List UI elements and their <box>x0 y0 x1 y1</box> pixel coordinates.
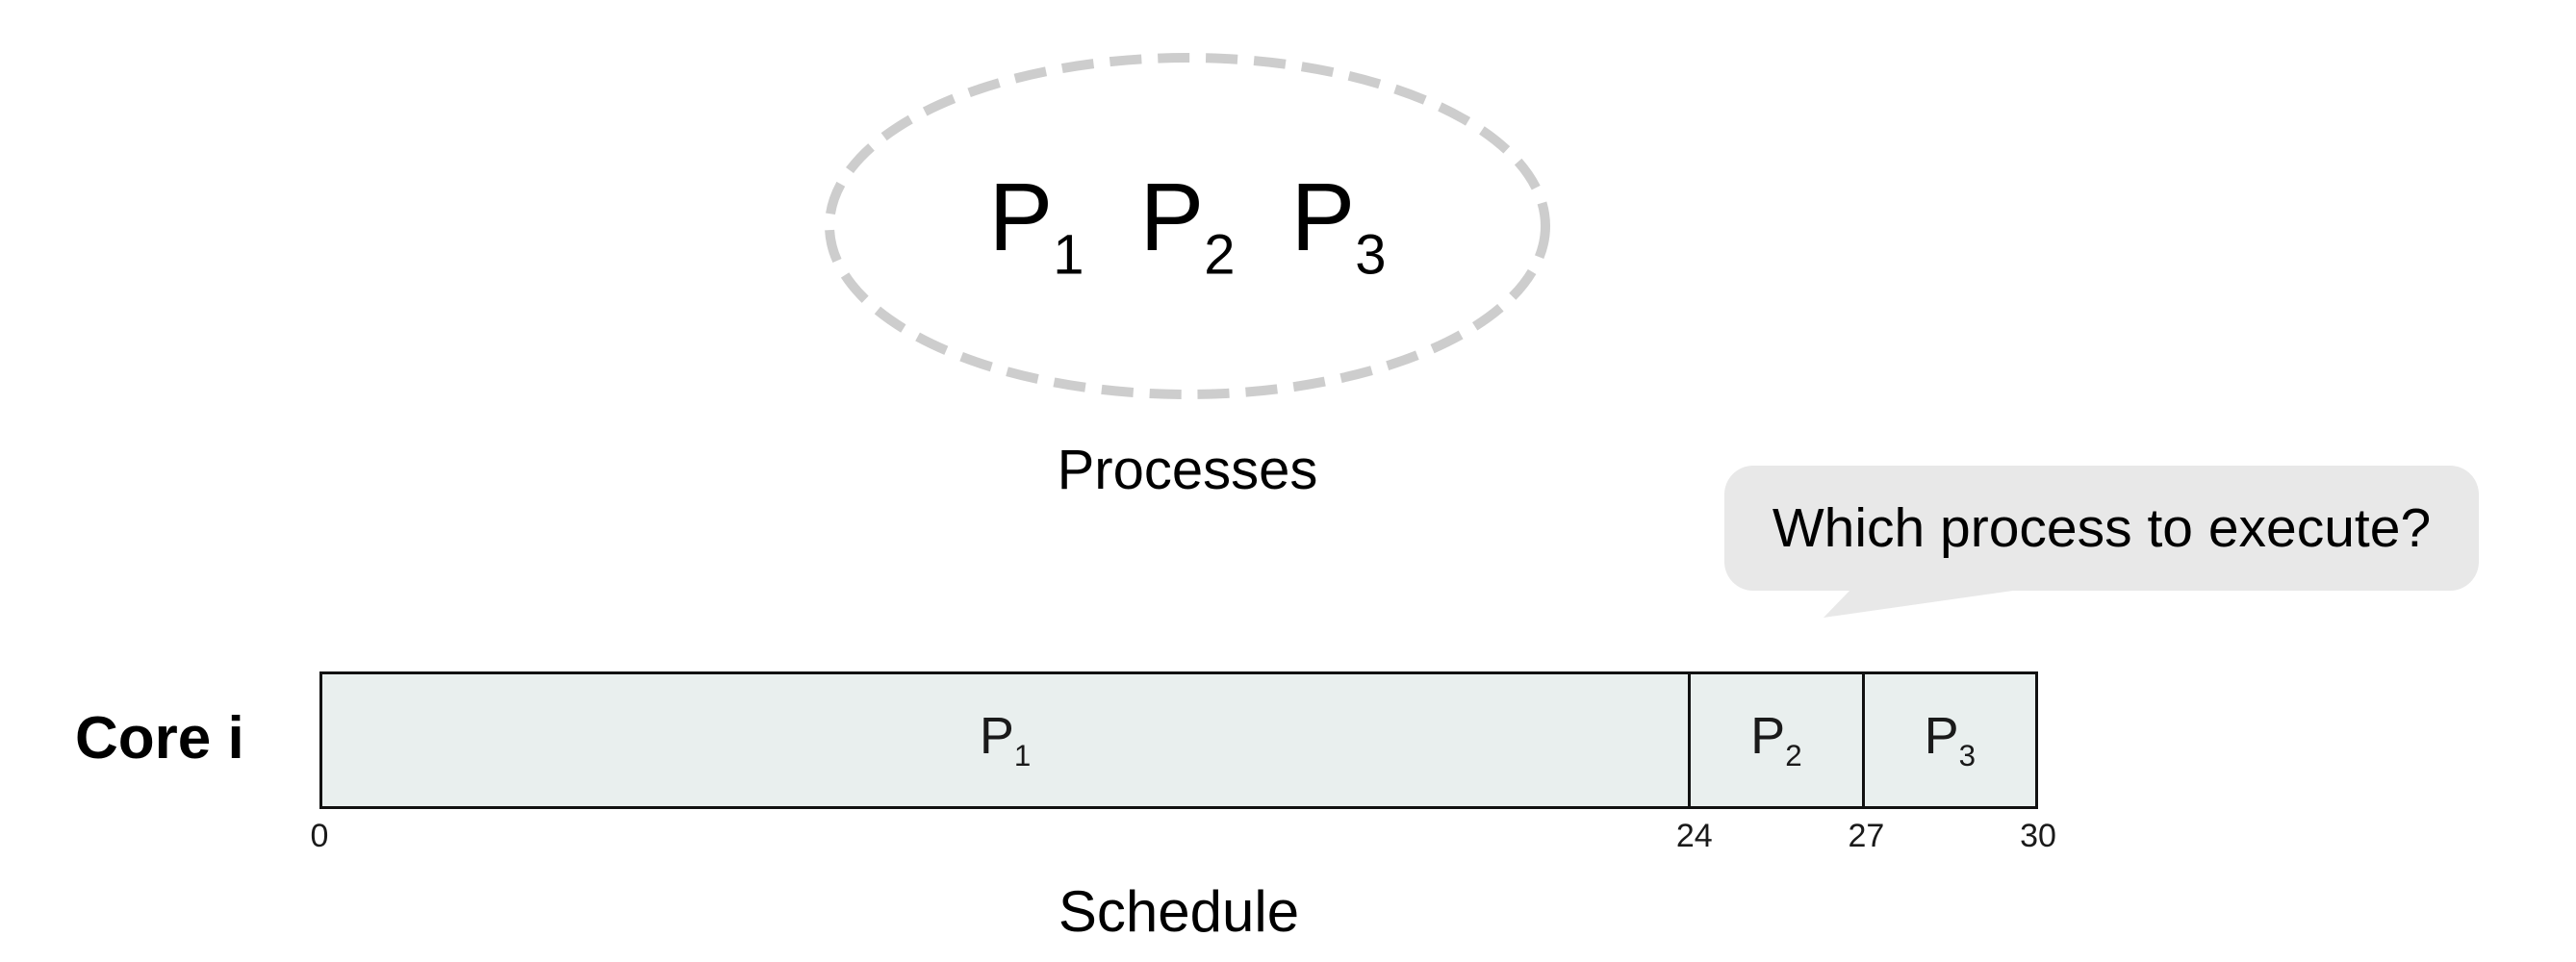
callout-tail-shape <box>1824 588 2033 618</box>
schedule-axis: 0 24 27 30 <box>311 818 2056 858</box>
process-subscript: 2 <box>1204 223 1236 287</box>
process-pool-ellipse <box>825 53 1550 399</box>
process-name: P <box>1290 163 1356 271</box>
callout-text: Which process to execute? <box>1772 496 2432 559</box>
process-subscript: 3 <box>1355 223 1387 287</box>
process-subscript: 1 <box>1053 223 1084 287</box>
dashed-ellipse-outline <box>825 53 1550 399</box>
process-name: P <box>979 706 1014 765</box>
process-p3-label: P3 <box>1290 169 1386 283</box>
process-name: P <box>1924 706 1959 765</box>
axis-tick-30: 30 <box>2020 818 2056 854</box>
process-name: P <box>1139 163 1205 271</box>
core-label: Core i <box>75 705 244 772</box>
process-subscript: 1 <box>1013 738 1032 772</box>
segment-label: P1 <box>980 710 1031 771</box>
schedule-caption: Schedule <box>1058 879 1300 944</box>
process-p1-label: P1 <box>989 169 1084 283</box>
processes-caption: Processes <box>1057 439 1318 501</box>
schedule-segment-p1: P1 <box>322 674 1688 806</box>
segment-label: P2 <box>1750 710 1801 771</box>
callout-tail <box>1824 588 2033 618</box>
process-pool-items: P1 P2 P3 <box>820 48 1555 404</box>
process-subscript: 3 <box>1958 738 1977 772</box>
segment-label: P3 <box>1925 710 1976 771</box>
schedule-segment-p2: P2 <box>1688 674 1861 806</box>
schedule-bar: P1 P2 P3 <box>319 671 2038 809</box>
schedule-segment-p3: P3 <box>1861 674 2035 806</box>
process-subscript: 2 <box>1785 738 1802 772</box>
process-name: P <box>1750 706 1786 765</box>
axis-tick-0: 0 <box>310 818 329 854</box>
axis-tick-27: 27 <box>1848 818 1885 854</box>
process-name: P <box>988 163 1054 271</box>
axis-tick-24: 24 <box>1675 818 1713 854</box>
callout-bubble: Which process to execute? <box>1724 466 2479 591</box>
process-p2-label: P2 <box>1140 169 1236 283</box>
